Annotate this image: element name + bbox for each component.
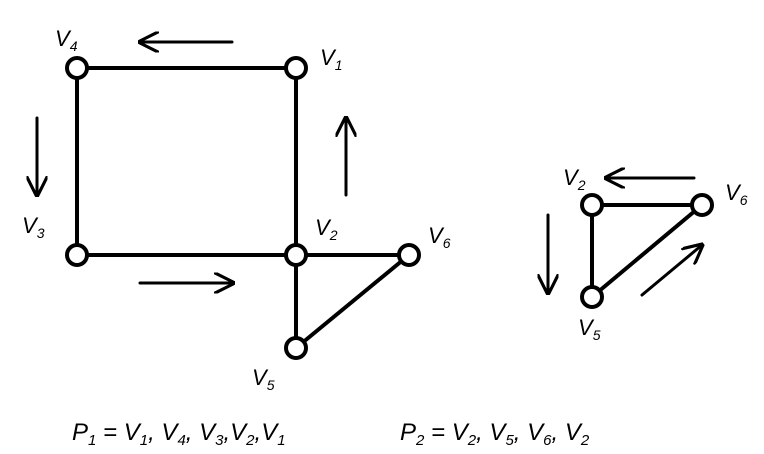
right-graph-labels: V2 V6 V5 (563, 165, 748, 343)
label-v3: V3 (22, 213, 45, 241)
vertex-v5-right (580, 285, 604, 309)
edge-v5-v6 (294, 253, 411, 350)
right-graph-vertices (580, 193, 714, 309)
label-v2: V2 (315, 215, 338, 243)
path-formulas: P1 = V1, V4, V3,V2,V1 P2 = V2, V5, V6, V… (72, 419, 590, 449)
right-graph-direction-arrows (548, 178, 702, 297)
left-graph-edges (75, 66, 411, 350)
left-graph-labels: V4 V1 V3 V2 V6 V5 (22, 26, 451, 393)
edge-v5-v6-right (590, 203, 704, 299)
left-graph: V4 V1 V3 V2 V6 V5 (22, 26, 451, 393)
label-v2-right: V2 (563, 165, 586, 193)
right-graph: V2 V6 V5 (548, 165, 748, 343)
vertex-v6 (397, 243, 421, 267)
vertex-v2 (284, 243, 308, 267)
label-v4: V4 (55, 26, 78, 54)
vertex-v6-right (690, 193, 714, 217)
vertex-v2-right (580, 193, 604, 217)
label-v6-right: V6 (725, 180, 748, 208)
vertex-v3 (65, 243, 89, 267)
label-v5: V5 (252, 365, 275, 393)
label-v6: V6 (428, 223, 451, 251)
right-graph-edges (590, 203, 704, 299)
formula-p1: P1 = V1, V4, V3,V2,V1 (72, 419, 286, 449)
vertex-v5 (284, 336, 308, 360)
formula-p2: P2 = V2, V5, V6, V2 (400, 419, 590, 449)
label-v5-right: V5 (578, 315, 601, 343)
vertex-v1 (284, 56, 308, 80)
vertex-v4 (65, 56, 89, 80)
left-graph-direction-arrows (37, 42, 346, 283)
arrow-up-right-icon (640, 245, 702, 297)
left-graph-vertices (65, 56, 421, 360)
label-v1: V1 (320, 45, 342, 73)
